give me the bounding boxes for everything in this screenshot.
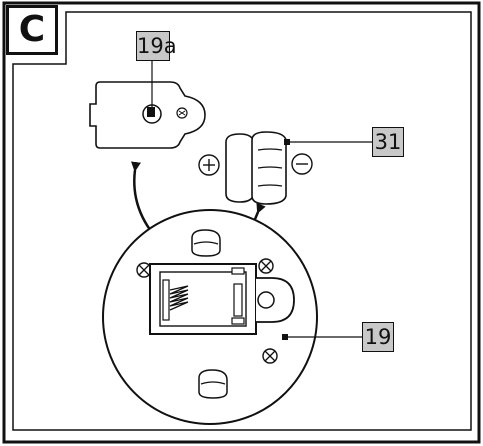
battery-compartment [149,263,295,335]
screw-cross-icon [136,262,152,278]
battery-cell [225,131,287,205]
battery-cover [89,81,206,149]
minus-circle-icon [291,153,313,175]
bottom-clip [198,369,228,399]
plus-circle-icon [198,154,220,176]
callout-19a: 19a [136,31,177,61]
screw-cross-icon [262,348,278,364]
callout-19: 19 [362,322,394,352]
top-clip [191,229,221,257]
callout-31: 31 [372,127,404,157]
screw-cross-icon [258,258,274,274]
panel-letter: C [6,5,58,55]
inner-frame [12,11,472,431]
